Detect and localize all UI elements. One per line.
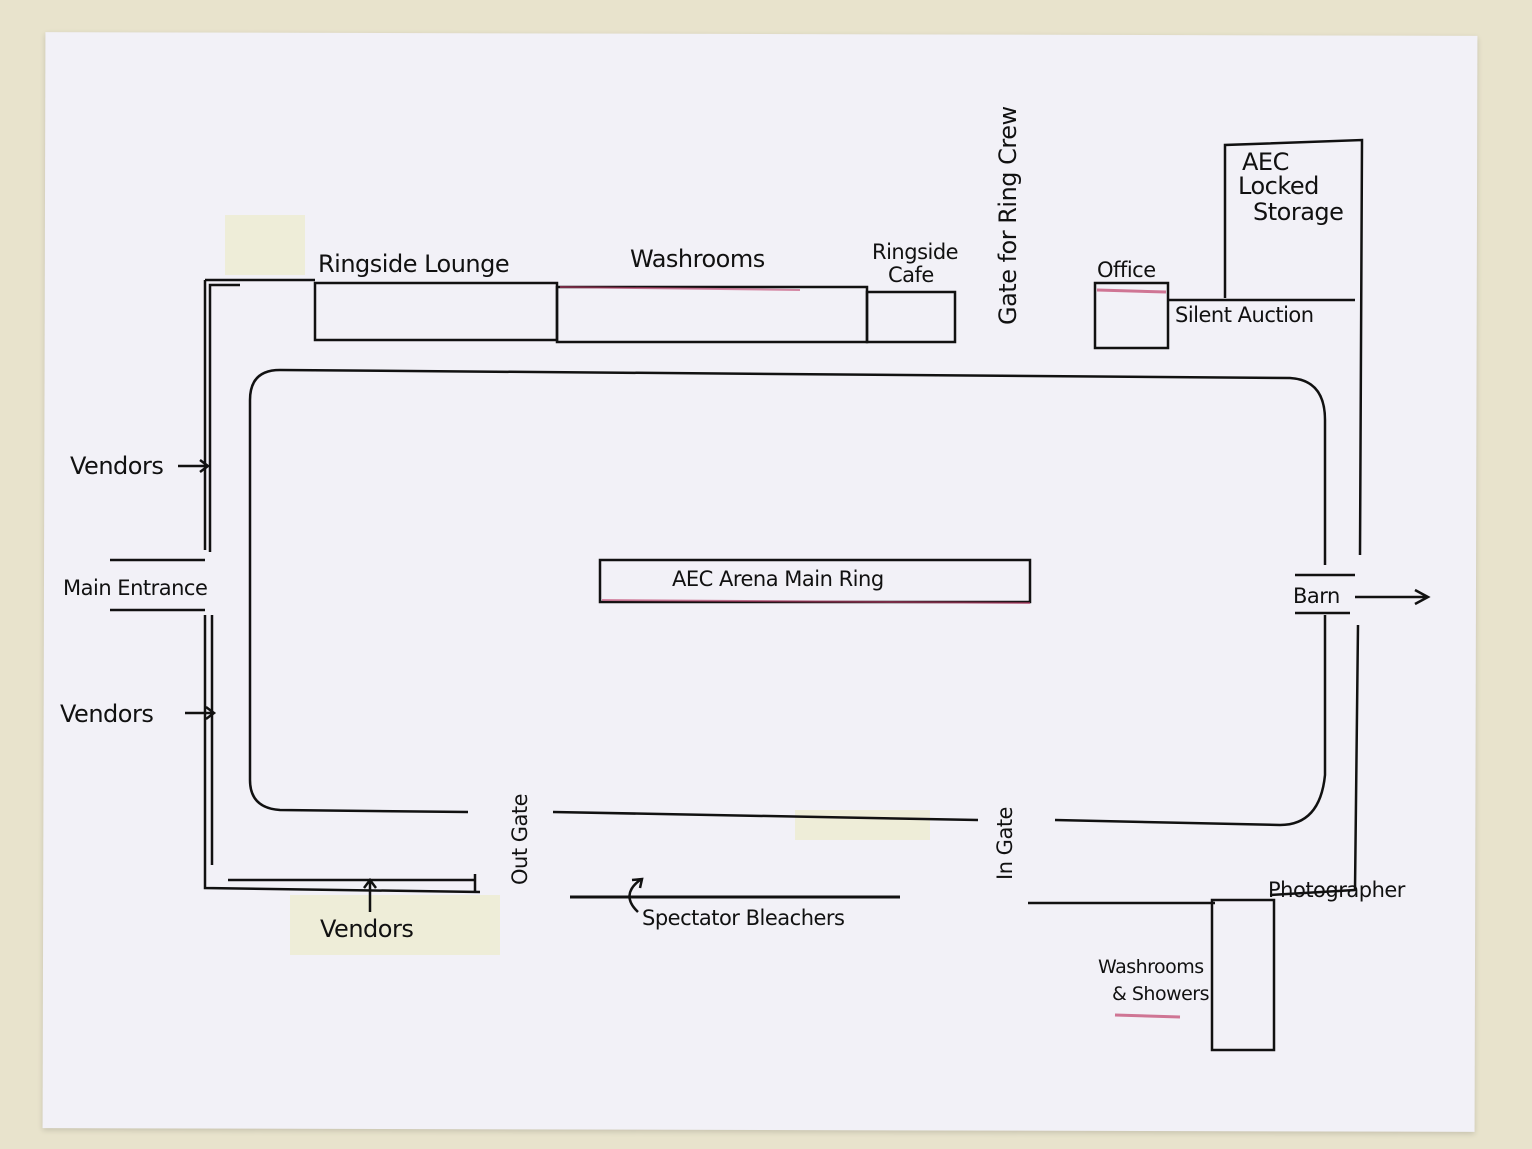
barn-arrow xyxy=(1355,588,1431,606)
out-gate-label: Out Gate xyxy=(508,793,532,885)
barn-label: Barn xyxy=(1293,584,1340,608)
vendors-upper-label: Vendors xyxy=(70,452,164,480)
office-building xyxy=(1093,281,1170,350)
ringside-cafe-building xyxy=(865,290,957,344)
main-ring-boundary xyxy=(248,368,1327,827)
vendors-arrow-upper xyxy=(178,459,211,473)
washrooms-showers-building xyxy=(1210,898,1276,1052)
washrooms-building xyxy=(555,285,869,344)
vendors-arrow-lower xyxy=(185,706,217,720)
outer-wall-right xyxy=(1295,573,1360,891)
washrooms-label: Washrooms xyxy=(630,245,765,273)
office-label: Office xyxy=(1097,258,1156,282)
vendors-lower-label: Vendors xyxy=(60,700,154,728)
in-gate-label: In Gate xyxy=(993,807,1017,880)
ringside-cafe-label-line1: Ringside xyxy=(872,240,959,264)
silent-auction-label: Silent Auction xyxy=(1175,303,1314,327)
locked-storage-label-line1: AEC xyxy=(1242,148,1289,176)
main-entrance-label: Main Entrance xyxy=(63,576,208,600)
tape xyxy=(795,810,930,840)
ringside-cafe-label-line2: Cafe xyxy=(888,263,934,287)
photographer-label: Photographer xyxy=(1268,878,1405,902)
bleachers-arrow xyxy=(628,877,644,913)
washrooms-showers-label-line2: & Showers xyxy=(1112,983,1210,1005)
outer-wall-left xyxy=(110,278,481,894)
ringside-lounge-label: Ringside Lounge xyxy=(318,250,510,278)
washrooms-showers-label-line1: Washrooms xyxy=(1098,956,1204,978)
tape xyxy=(290,895,500,955)
spectator-bleachers-label: Spectator Bleachers xyxy=(642,906,845,930)
vendors-bottom-label: Vendors xyxy=(320,915,414,943)
locked-storage-label-line2: Locked xyxy=(1238,172,1319,200)
gate-ring-crew-label: Gate for Ring Crew xyxy=(994,106,1022,325)
tape xyxy=(225,215,305,275)
main-ring-label: AEC Arena Main Ring xyxy=(672,567,884,591)
locked-storage-label-line3: Storage xyxy=(1253,198,1344,226)
vendors-arrow-bottom xyxy=(363,877,377,912)
locked-storage-building xyxy=(1168,138,1364,556)
ringside-lounge-building xyxy=(313,281,559,342)
